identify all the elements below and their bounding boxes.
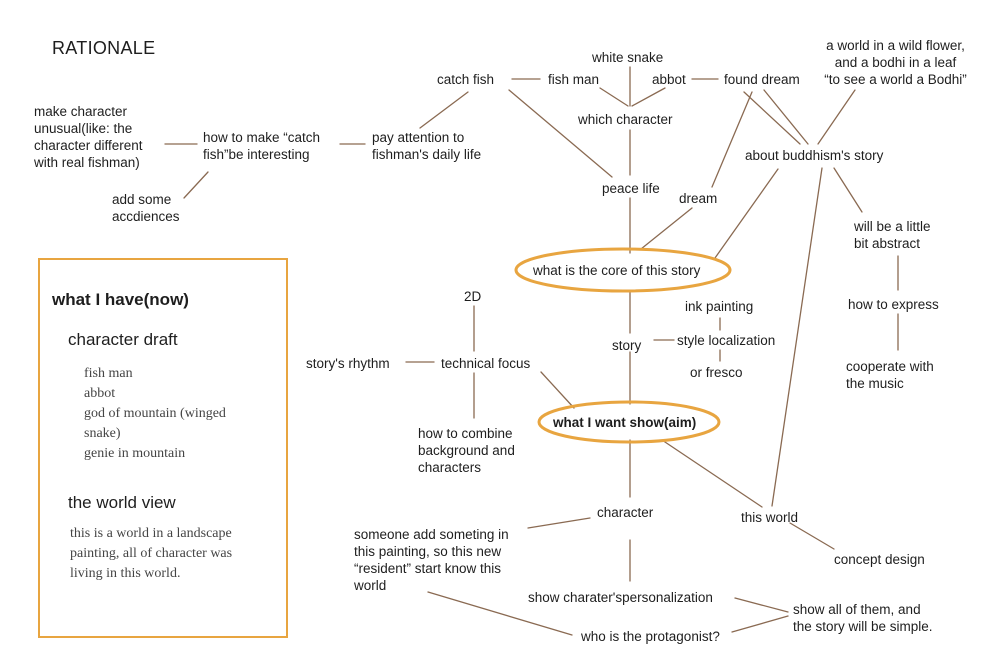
edge-thisworld-concept [789, 522, 835, 550]
edge-protagonist-showall [731, 615, 789, 633]
node-what-i-want: what I want show(aim) [553, 415, 697, 430]
node-core-story: what is the core of this story [533, 263, 701, 278]
edge-founddream-buddhism [763, 89, 809, 145]
edge-howtomake-accidences [183, 171, 209, 199]
node-story: story [612, 338, 642, 353]
node-which-character: which character [578, 112, 673, 127]
node-technical-focus: technical focus [441, 356, 531, 371]
world-view-text: this is a world in a landscape painting,… [70, 524, 232, 584]
edge-catchfish-payattention [419, 91, 469, 129]
character-list: fish man abbot god of mountain (winged s… [84, 364, 226, 464]
world-view-paragraph: this is a world in a landscape painting,… [70, 526, 233, 581]
node-show-personalization: show charater'spersonalization [528, 590, 713, 605]
world-view-title: the world view [68, 493, 176, 512]
node-world-flower: a world in a wild flower, and a bodhi in… [824, 38, 967, 87]
node-ink-painting: ink painting [685, 299, 754, 314]
node-concept-design: concept design [834, 552, 925, 567]
node-little-abstract: will be a little bit abstract [854, 219, 931, 251]
character-draft-title: character draft [68, 330, 178, 349]
node-make-unusual: make character unusual(like: the charact… [34, 104, 143, 170]
character-item: god of mountain (winged snake) [84, 406, 226, 441]
node-fish-man: fish man [548, 72, 600, 87]
node-how-to-make: how to make “catch fish”be interesting [203, 130, 321, 162]
node-character: character [597, 505, 654, 520]
edge-dream-core [640, 207, 693, 250]
node-pay-attention: pay attention to fishman's daily life [372, 130, 482, 162]
panel-heading: what I have(now) [52, 290, 189, 309]
node-someone-add: someone add someting in this painting, s… [354, 527, 509, 593]
edge-technical-want [540, 371, 575, 409]
node-storys-rhythm: story's rhythm [306, 356, 390, 371]
edge-founddream-dream [711, 91, 753, 188]
node-cooperate-music: cooperate with the music [846, 359, 934, 391]
node-about-buddhism: about buddhism's story [745, 148, 884, 163]
node-this-world: this world [741, 510, 799, 525]
core-story-ellipse [514, 247, 732, 293]
edge-fishman-which [599, 87, 629, 107]
node-dream: dream [679, 191, 718, 206]
diagram-title: RATIONALE [52, 38, 156, 58]
edge-character-someone [527, 517, 591, 529]
node-abbot: abbot [652, 72, 686, 87]
node-or-fresco: or fresco [690, 365, 743, 380]
node-catch-fish: catch fish [437, 72, 495, 87]
node-how-combine: how to combine background and characters [418, 426, 515, 475]
node-how-express: how to express [848, 297, 939, 312]
node-protagonist: who is the protagonist? [581, 629, 720, 644]
character-item: fish man [84, 366, 133, 381]
node-2d: 2D [464, 289, 482, 304]
node-peace-life: peace life [602, 181, 660, 196]
node-add-accidences: add some accdiences [112, 192, 180, 224]
edge-someone-protagonist [427, 591, 573, 636]
edge-want-thisworld [661, 439, 763, 508]
character-item: genie in mountain [84, 446, 186, 461]
node-show-all: show all of them, and the story will be … [793, 602, 933, 634]
edge-personalization-showall [734, 597, 789, 613]
edge-buddhism-abstract [833, 167, 863, 213]
node-found-dream: found dream [724, 72, 800, 87]
edge-buddhism-core [714, 168, 779, 259]
character-item: abbot [84, 386, 116, 401]
what-i-have-panel: what I have(now) character draft fish ma… [38, 258, 288, 638]
edge-buddhism-thisworld [771, 167, 823, 507]
node-style-localization: style localization [677, 333, 776, 348]
edge-catchfish-peacelife [508, 89, 613, 178]
edge-worldflower-buddhism [817, 89, 856, 145]
edge-abbot-which [631, 87, 666, 107]
edge-founddream-buddhism2 [743, 91, 801, 145]
node-white-snake: white snake [592, 50, 664, 65]
what-i-want-ellipse [537, 400, 721, 444]
